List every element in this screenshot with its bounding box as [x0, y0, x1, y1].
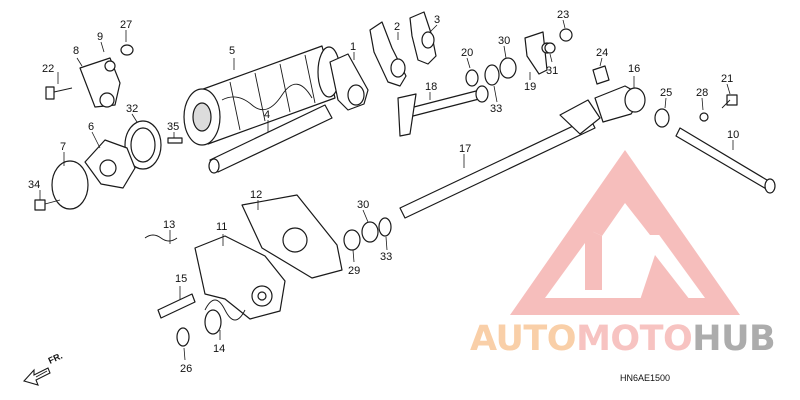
bolt-22	[45, 86, 73, 100]
oil-seal	[124, 120, 162, 170]
washer-25	[654, 108, 670, 128]
circlip-33-bottom	[378, 217, 392, 237]
callout-3: 3	[434, 14, 440, 26]
diagram-code: HN6AE1500	[620, 373, 670, 383]
callout-6: 6	[88, 121, 94, 133]
washer-31	[544, 42, 556, 54]
watermark-part-hub: HUB	[692, 319, 775, 359]
callout-33-top: 33	[490, 103, 502, 115]
callout-17: 17	[459, 143, 471, 155]
callout-29: 29	[348, 265, 360, 277]
spindle-shaft-10	[675, 127, 776, 194]
callout-20: 20	[461, 47, 473, 59]
callout-4: 4	[264, 109, 270, 121]
circlip-33-top	[484, 64, 500, 86]
shift-spindle-arm	[397, 85, 489, 137]
washer-30-bottom	[361, 221, 379, 243]
drum-center-plate	[84, 139, 136, 189]
bracket-19	[524, 31, 553, 75]
watermark-logo-icon	[510, 150, 740, 315]
callout-28: 28	[696, 87, 708, 99]
front-arrow-icon	[22, 367, 51, 386]
callout-23: 23	[557, 9, 569, 21]
bracket-24	[592, 65, 610, 85]
watermark-part-moto: MOTO	[576, 319, 692, 359]
callout-30-top: 30	[498, 35, 510, 47]
washer-30-top	[499, 57, 517, 79]
shift-fork-1	[329, 53, 369, 111]
gearshift-spindle	[399, 99, 601, 219]
stopper-plate	[79, 57, 121, 108]
watermark-part-auto: AUTO	[470, 319, 576, 359]
gasket	[51, 160, 89, 210]
collar-26	[176, 327, 190, 347]
callout-16: 16	[628, 63, 640, 75]
callout-5: 5	[229, 45, 235, 57]
callout-33-bottom: 33	[380, 251, 392, 263]
callout-10: 10	[727, 129, 739, 141]
callout-11: 11	[216, 221, 227, 233]
callout-14: 14	[213, 343, 225, 355]
callout-22: 22	[42, 63, 54, 75]
bolt-15	[157, 293, 196, 319]
callout-1: 1	[350, 41, 356, 53]
callout-34: 34	[28, 179, 40, 191]
shift-fork-2	[369, 21, 407, 87]
washer-28	[699, 112, 709, 122]
svg-text:AUTOMOTOHUB: AUTOMOTOHUB	[470, 319, 775, 359]
callout-27: 27	[120, 19, 132, 31]
callout-31: 31	[546, 65, 558, 77]
callout-21: 21	[721, 73, 733, 85]
callout-26: 26	[180, 363, 192, 375]
callout-25: 25	[660, 87, 672, 99]
front-label: FR.	[47, 351, 64, 366]
callout-2: 2	[394, 21, 400, 33]
dowel-pin	[167, 137, 183, 144]
callout-labels: 1 2 3 4 5 6 7 8 9 10 11 12 13 14 15 16 1…	[28, 9, 739, 375]
shift-drum	[183, 45, 341, 146]
callout-19: 19	[524, 81, 536, 93]
shift-fork-3	[409, 11, 437, 65]
callout-32: 32	[126, 103, 138, 115]
shift-arm-16	[594, 85, 646, 123]
shift-fork-shaft	[208, 104, 333, 174]
callout-8: 8	[73, 45, 79, 57]
callout-30-bottom: 30	[357, 199, 369, 211]
callout-7: 7	[60, 141, 66, 153]
spring-13	[144, 234, 178, 242]
bolt-21	[721, 94, 738, 109]
front-direction-indicator: FR.	[22, 351, 64, 386]
callout-13: 13	[163, 219, 175, 231]
watermark-text: AUTOMOTOHUB	[470, 319, 776, 359]
callout-12: 12	[250, 189, 262, 201]
callout-15: 15	[175, 273, 187, 285]
collar-27	[120, 44, 134, 56]
leader-lines	[39, 19, 734, 361]
washer-20	[465, 69, 479, 87]
callout-9: 9	[97, 31, 103, 43]
callout-35: 35	[167, 121, 179, 133]
callout-18: 18	[425, 81, 437, 93]
washer-29	[343, 229, 361, 251]
stopper-arm-assembly	[194, 235, 286, 320]
gearshift-plate	[241, 194, 343, 279]
nut-23	[559, 28, 573, 42]
return-spring-14	[204, 299, 246, 335]
callout-24: 24	[596, 47, 608, 59]
